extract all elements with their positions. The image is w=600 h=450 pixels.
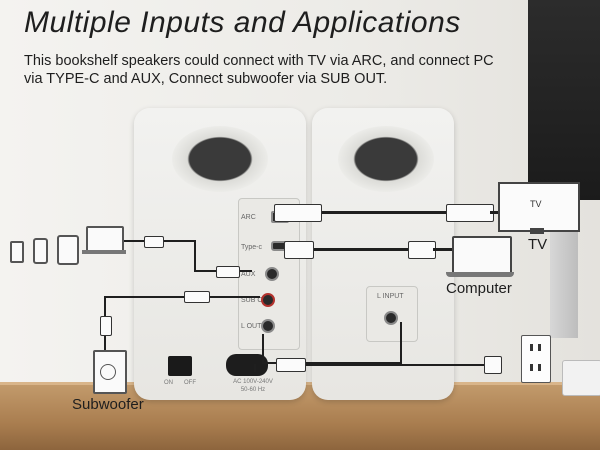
power-cable-stub [254,364,256,372]
aux-plug-speaker-icon [216,266,240,278]
ac-socket-icon [226,354,268,376]
outlet-slot-icon [530,344,533,351]
power-switch-icon [168,356,192,376]
tv-label: TV [528,236,548,253]
hdmi-cable [288,211,460,214]
aux-plug-device-icon [144,236,164,248]
aux-cable-drop [194,240,196,272]
outlet-slot-icon [530,364,533,371]
usb-plug-computer-icon [408,241,436,259]
type-c-plug-icon [284,241,314,259]
speaker-link-cable-left [262,334,264,364]
arc-label: ARC [241,214,256,221]
subwoofer-label: Subwoofer [72,396,144,413]
bass-port-icon [338,126,434,192]
tablet-icon [57,235,79,265]
subwoofer-plug-icon [100,316,112,336]
power-on-label: ON [164,380,173,386]
power-off-label: OFF [184,380,196,386]
sub-out-label: SUB OUT [241,297,273,304]
laptop-base-icon [82,250,126,254]
ac-rating-line2: 50-60 Hz [240,387,266,393]
left-speaker: ARC Type-c AUX SUB OUT L OUT ON OFF AC 1… [134,108,306,400]
description: This bookshelf speakers could connect wi… [24,53,494,87]
tv-screen-label: TV [530,199,542,209]
power-plug-wall-icon [484,356,502,374]
l-input-panel: L INPUT [366,286,418,342]
ac-rating-line1: AC 100V-240V [233,379,273,385]
sub-out-plug-icon [184,291,210,303]
l-out-jack-icon [261,319,275,333]
power-plug-speaker-icon [276,358,306,372]
wall-outlet-icon [521,335,551,383]
computer-base-icon [446,272,514,277]
ac-rating: AC 100V-240V 50-60 Hz [218,378,288,394]
hdmi-plug-tv-icon [446,204,494,222]
subwoofer-cone-icon [100,364,116,380]
type-c-cable [300,248,420,251]
tv-stand-icon [530,228,544,234]
music-player-icon [10,241,24,263]
l-input-jack-icon [384,311,398,325]
speaker-link-cable [262,362,402,364]
bass-port-icon [172,126,268,192]
hdmi-cable-tv-end [490,211,500,214]
headline: Multiple Inputs and Applications [24,6,461,39]
hdmi-plug-speaker-icon [274,204,322,222]
computer-label: Computer [446,280,512,297]
sub-out-cable [104,296,260,298]
outlet-slot-icon [538,344,541,351]
phone-icon [33,238,48,264]
l-input-label: L INPUT [377,293,404,300]
power-cable [300,364,492,366]
keyboard [562,360,600,396]
outlet-slot-icon [538,364,541,371]
l-out-label: L OUT [241,323,262,330]
speaker-link-cable-right [400,322,402,364]
monitor-edge [528,0,600,200]
sub-out-jack-icon [261,293,275,307]
type-c-cable-computer-end [433,248,453,251]
tv-icon [498,182,580,232]
aux-jack-icon [265,267,279,281]
computer-icon [452,236,512,276]
aux-label: AUX [241,271,256,278]
type-c-label: Type-c [241,244,263,251]
